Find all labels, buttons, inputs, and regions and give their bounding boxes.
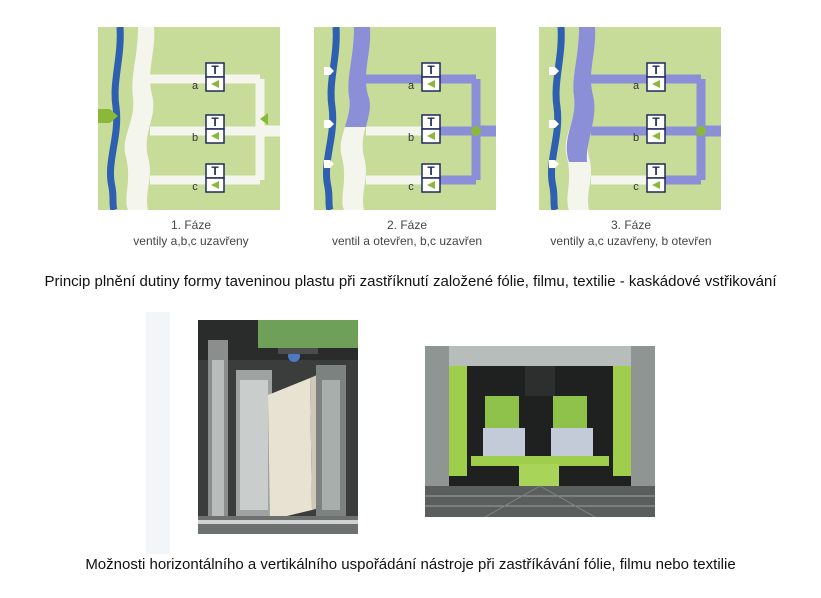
phase-1-caption: 1. Fáze ventily a,b,c uzavřeny [81, 217, 301, 249]
valve-label-a: a [192, 80, 199, 92]
phase-1-title: 1. Fáze [170, 218, 212, 232]
svg-text:T: T [427, 115, 435, 129]
valve-label-b: b [192, 132, 198, 144]
valve-label-a: a [633, 80, 640, 92]
top-figure-title: Princip plnění dutiny formy taveninou pl… [44, 273, 777, 290]
bottom-figure-title: Možnosti horizontálního a vertikálního u… [85, 556, 736, 573]
valve-label-c: c [192, 181, 198, 193]
phase-3-title: 3. Fáze [610, 218, 652, 232]
valve-label-b: b [633, 132, 639, 144]
phase-2-title: 2. Fáze [386, 218, 428, 232]
valve-label-b: b [408, 132, 414, 144]
decorative-stripe [146, 312, 170, 554]
vertical-tool-photo [198, 320, 358, 534]
svg-text:T: T [211, 164, 219, 178]
svg-text:T: T [211, 63, 219, 77]
valve-label-a: a [408, 80, 415, 92]
valve-a: T [421, 62, 441, 92]
horizontal-tool-photo [425, 346, 655, 518]
svg-text:T: T [427, 164, 435, 178]
svg-text:T: T [652, 164, 660, 178]
valve-b: T [205, 114, 225, 144]
valve-b: T [646, 114, 666, 144]
valve-c: T [421, 163, 441, 193]
valve-c: T [205, 163, 225, 193]
phase-1-subtitle: ventily a,b,c uzavřeny [133, 234, 249, 248]
valve-a: T [646, 62, 666, 92]
phase-2-subtitle: ventil a otevřen, b,c uzavřen [331, 234, 483, 248]
svg-text:T: T [652, 115, 660, 129]
valve-b: T [421, 114, 441, 144]
svg-text:T: T [427, 63, 435, 77]
phase-3-caption: 3. Fáze ventily a,c uzavřeny, b otevřen [521, 217, 741, 249]
svg-text:T: T [211, 115, 219, 129]
valve-label-c: c [408, 181, 414, 193]
valve-a: T [205, 62, 225, 92]
phase-3-subtitle: ventily a,c uzavřeny, b otevřen [550, 234, 712, 248]
valve-label-c: c [633, 181, 639, 193]
svg-text:T: T [652, 63, 660, 77]
valve-c: T [646, 163, 666, 193]
phase-2-caption: 2. Fáze ventil a otevřen, b,c uzavřen [297, 217, 517, 249]
